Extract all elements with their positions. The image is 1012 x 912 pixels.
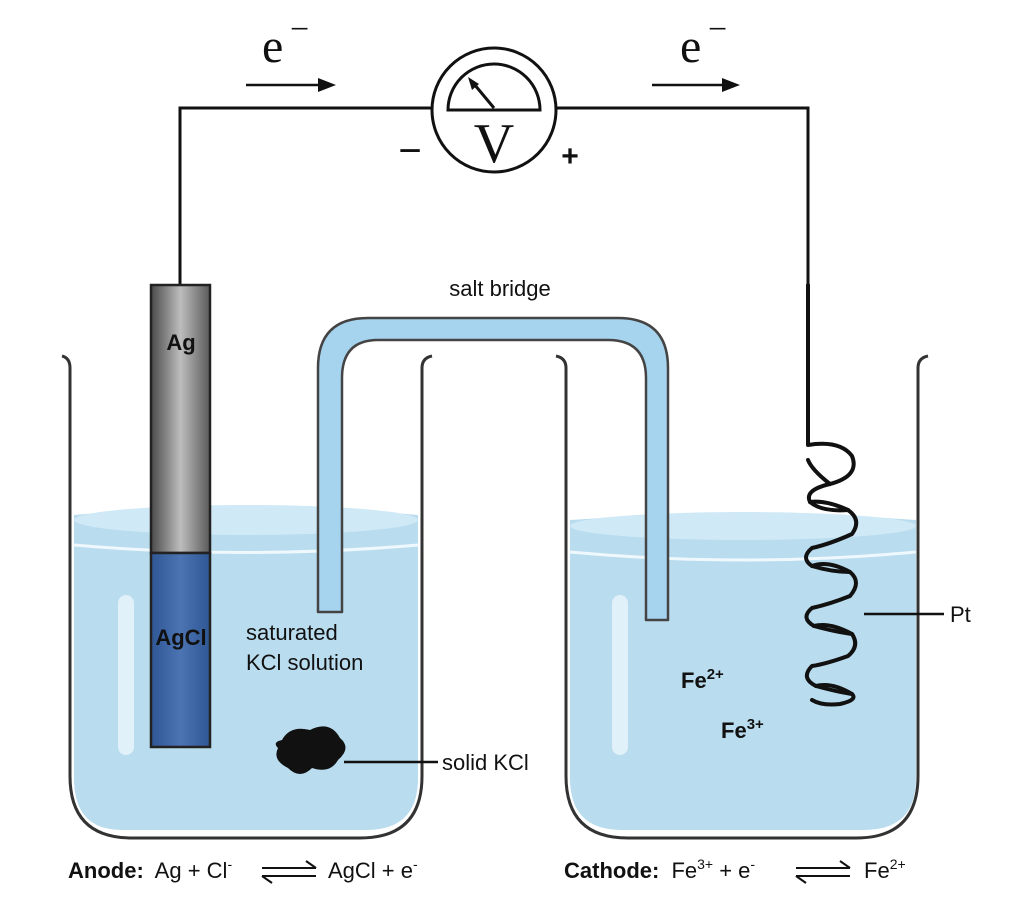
kcl-solution-label-line1: saturated: [246, 620, 338, 645]
agcl-coating: [149, 551, 212, 749]
arrow-right-icon: [722, 78, 740, 92]
glass-highlight: [612, 595, 628, 755]
svg-text:Fe2+: Fe2+: [864, 856, 906, 883]
solid-kcl: solid KCl: [275, 726, 529, 775]
right-beaker-glass: [555, 354, 929, 840]
svg-text:AgCl + e-: AgCl + e-: [328, 856, 418, 883]
solid-kcl-label: solid KCl: [442, 750, 529, 775]
electron-flow-right: e −: [652, 11, 740, 92]
svg-text:Cathode: Fe3+ + e-: Cathode: Fe3+ + e-: [564, 856, 755, 883]
kcl-solution-label-line2: KCl solution: [246, 650, 363, 675]
voltmeter-symbol: V: [474, 113, 514, 175]
silver-electrode: Ag AgCl: [149, 283, 212, 749]
circuit-wire-left: [178, 106, 432, 285]
electron-charge-right: −: [708, 11, 727, 48]
equilibrium-arrows-icon: [261, 860, 317, 884]
agcl-label: AgCl: [155, 625, 206, 650]
positive-terminal-sign: +: [561, 140, 579, 173]
platinum-coil: Pt: [804, 283, 971, 707]
circuit-wire-right: [556, 106, 810, 445]
left-beaker-glass: [61, 354, 433, 840]
left-beaker: [61, 354, 433, 840]
fe2-ion: Fe2+: [681, 666, 724, 693]
svg-text:Anode: Ag + Cl-: Anode: Ag + Cl-: [68, 856, 232, 883]
salt-bridge: salt bridge: [316, 276, 670, 622]
electron-flow-left: e −: [246, 11, 336, 92]
gauge-needle-icon: [472, 83, 496, 109]
fe3-ion: Fe3+: [721, 716, 764, 743]
arrow-right-icon: [318, 78, 336, 92]
ag-label: Ag: [166, 330, 195, 355]
svg-text:Fe2+: Fe2+: [681, 666, 724, 693]
salt-bridge-label: salt bridge: [449, 276, 551, 301]
electron-symbol-left: e: [262, 20, 283, 73]
negative-terminal-sign: −: [398, 129, 421, 173]
anode-equation: Anode: Ag + Cl- AgCl + e-: [68, 856, 418, 884]
equilibrium-arrows-icon: [795, 860, 851, 884]
electron-charge-left: −: [290, 11, 309, 48]
right-beaker: [555, 354, 929, 840]
pt-label: Pt: [950, 602, 971, 627]
cathode-equation: Cathode: Fe3+ + e- Fe2+: [564, 856, 906, 884]
glass-highlight: [118, 595, 134, 755]
svg-text:Fe3+: Fe3+: [721, 716, 764, 743]
voltmeter: V − +: [398, 46, 579, 175]
electron-symbol-right: e: [680, 20, 701, 73]
gauge-dial-icon: [446, 62, 542, 112]
